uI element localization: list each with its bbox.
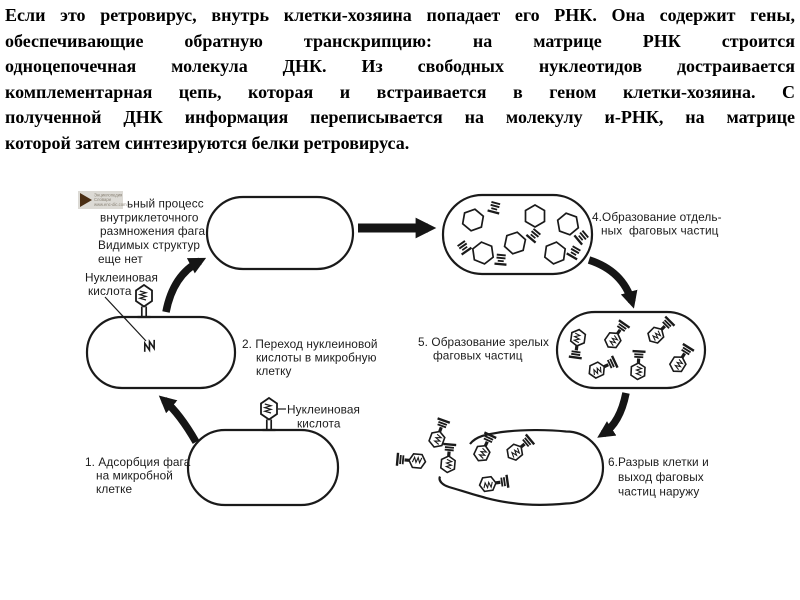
phage-icon: [395, 451, 428, 470]
stage6-label: 6.Разрыв клетки и выход фаговых частиц н…: [608, 455, 709, 499]
cell-stage1: [186, 428, 340, 507]
stage3-label-line: ьный процесс: [127, 197, 204, 211]
watermark-box: [78, 191, 123, 209]
paragraph-line: Если это ретровирус, внутрь клетки-хозяи…: [5, 5, 795, 25]
nucleic-acid-label-line: кислота: [297, 417, 341, 431]
watermark-triangle-icon: [80, 193, 92, 207]
stage2-label-line: клетку: [256, 364, 292, 378]
stage5-label-line: фаговых частиц: [433, 349, 523, 363]
stage6-label-line: 6.Разрыв клетки и: [608, 455, 709, 469]
arrow-stage4-to-stage5: [587, 256, 638, 309]
arrow-stage2-to-stage3: [162, 257, 207, 313]
stage2-label-line: 2. Переход нуклеиновой: [242, 337, 378, 351]
paragraph-line: одноцепочечная молекула ДНК. Из свободны…: [5, 56, 795, 77]
stage4-label-line: ных фаговых частиц: [601, 224, 719, 238]
stage5-label: 5. Образование зрелых фаговых частиц: [418, 335, 549, 363]
stage1-label-line: клетке: [96, 482, 133, 496]
stage3-label-line: размножения фага: [100, 224, 205, 238]
stage4-label-line: 4.Образование отдель-: [592, 210, 722, 224]
paragraph-line: полученной ДНК информация переписывается…: [5, 107, 795, 128]
stage6-label-line: выход фаговых: [618, 470, 704, 484]
stage6-label-line: частиц наружу: [618, 485, 699, 499]
arrow-stage5-to-stage6: [597, 392, 630, 438]
paragraph-line: которой затем синтезируются белки ретров…: [5, 132, 410, 153]
nucleic-acid-label-line: кислота: [88, 284, 132, 298]
capsid-head-icon: [524, 204, 546, 228]
watermark-text: www.enc-dic.com: [94, 202, 127, 207]
nucleic-acid-label-line: Нуклеиновая: [287, 403, 360, 417]
nucleic-acid-label-line: Нуклеиновая: [85, 271, 158, 285]
stage4-label: 4.Образование отдель- ных фаговых частиц: [592, 210, 722, 238]
watermark-text: Словари: [94, 197, 112, 202]
stage1-label-line: 1. Адсорбция фага: [85, 455, 191, 469]
cell-stage6-ruptured: [438, 428, 605, 506]
cell-stage3-empty: [205, 195, 355, 271]
retrovirus-paragraph: Если это ретровирус, внутрь клетки-хозяи…: [5, 3, 795, 157]
watermark-text: Энциклопедия: [94, 193, 122, 198]
nucleic-acid-label-bottom: Нуклеиновая кислота: [287, 403, 360, 431]
stage3-label-line: еще нет: [98, 252, 143, 266]
nucleic-acid-pointer-line: [104, 296, 147, 342]
phage-icon: [259, 396, 279, 432]
stage1-label-line: на микробной: [96, 469, 173, 483]
phage-attached-stage1: [259, 396, 286, 432]
stage5-label-line: 5. Образование зрелых: [418, 335, 549, 349]
stage3-label-line: внутриклеточного: [100, 211, 199, 225]
encyclopedia-watermark: Энциклопедия Словари www.enc-dic.com: [78, 191, 127, 209]
arrow-stage1-to-stage2: [158, 395, 200, 444]
paragraph-line: обеспечивающие обратную транскрипцию: на…: [5, 30, 795, 51]
cell-stage2: [85, 315, 237, 390]
stage3-label: ьный процесс внутриклеточного размножени…: [98, 197, 205, 267]
stage3-label-line: Видимых структур: [98, 238, 200, 252]
paragraph-line: комплементарная цепь, которая и встраива…: [5, 81, 795, 102]
phage-icon: [439, 442, 458, 475]
nucleic-acid-squiggle-icon: [141, 339, 158, 353]
nucleic-acid-label-top: Нуклеиновая кислота: [85, 271, 158, 299]
phage-attached-stage2: [104, 283, 158, 353]
stage2-label-line: кислоты в микробную: [256, 351, 377, 365]
phage-icon: [134, 283, 154, 319]
stage1-label: 1. Адсорбция фага на микробной клетке: [85, 455, 191, 496]
stage2-label: 2. Переход нуклеиновой кислоты в микробн…: [242, 337, 378, 378]
